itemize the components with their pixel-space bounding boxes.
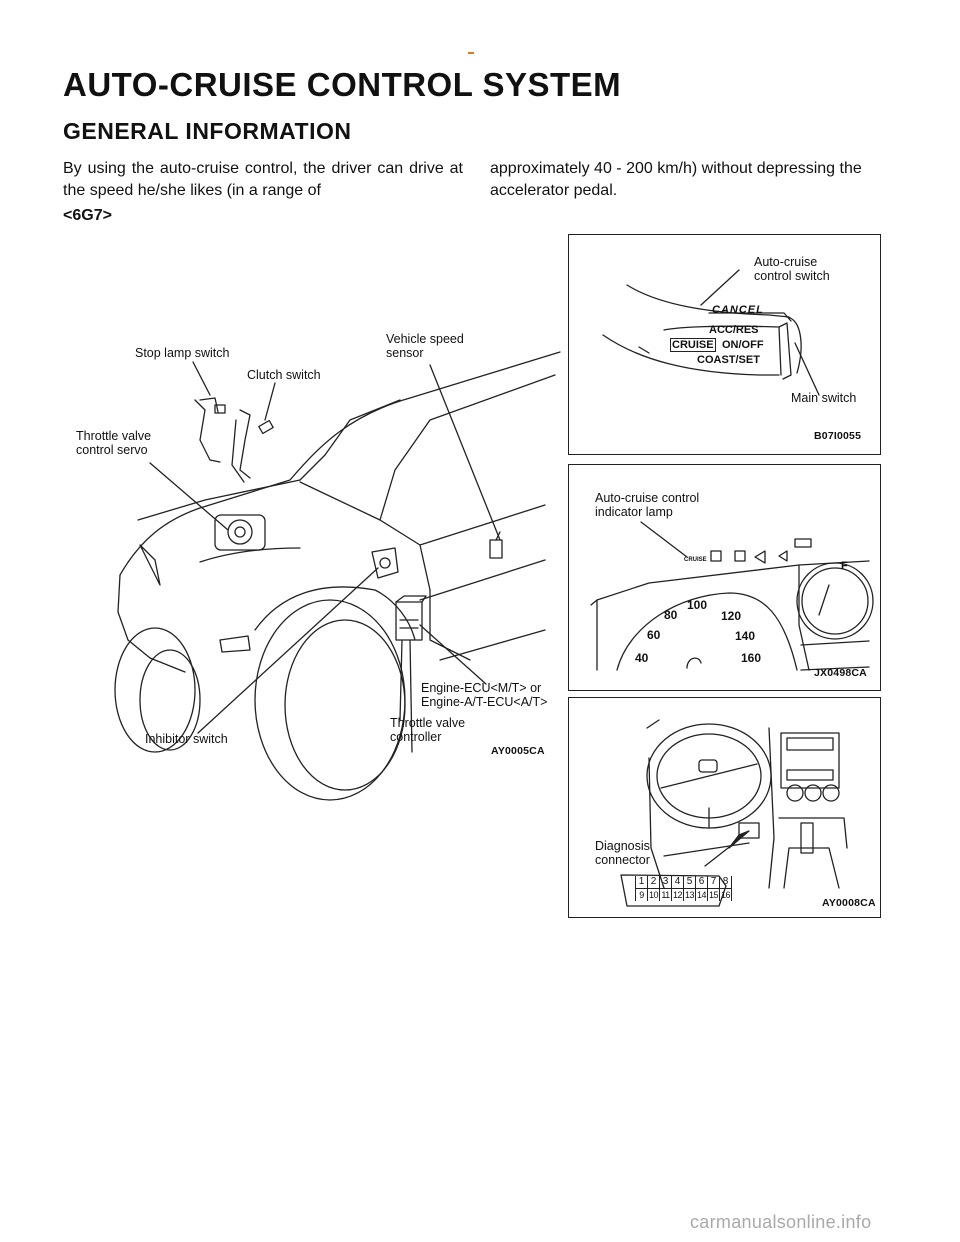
pin-4: 4: [671, 876, 683, 888]
figure-code-main: AY0005CA: [491, 745, 545, 757]
label-inhibitor-switch: Inhibitor switch: [145, 732, 228, 746]
pin-10: 10: [647, 889, 659, 901]
pin-9: 9: [635, 889, 647, 901]
section-heading: GENERAL INFORMATION: [63, 118, 352, 144]
lever-cruise-text: CRUISE: [670, 338, 716, 352]
figure-code-switch: B07I0055: [814, 430, 862, 442]
watermark: carmanualsonline.info: [690, 1212, 872, 1232]
pin-16: 16: [719, 889, 732, 901]
label-diagnosis-connector: Diagnosis connector: [595, 839, 650, 867]
speed-tick-60: 60: [647, 628, 661, 642]
speed-tick-140: 140: [735, 629, 756, 643]
pin-5: 5: [683, 876, 695, 888]
label-auto-cruise-control-switch: Auto-cruise control switch: [754, 255, 830, 283]
meter-cruise-lamp: CRUISE: [684, 557, 707, 563]
pin-15: 15: [707, 889, 719, 901]
cruise-lever-illustration: [602, 269, 820, 396]
panel-cruise-switch: Auto-cruise control switch Main switch C…: [568, 234, 881, 455]
fuel-full-letter: F: [841, 560, 848, 572]
pin-14: 14: [695, 889, 707, 901]
meter-illustration: [590, 521, 874, 671]
pin-11: 11: [659, 889, 671, 901]
speed-tick-120: 120: [721, 609, 742, 623]
pin-8: 8: [719, 876, 732, 888]
label-vehicle-speed-sensor: Vehicle speed sensor: [386, 332, 464, 360]
label-engine-ecu: Engine-ECU<M/T> or Engine-A/T-ECU<A/T>: [421, 681, 548, 709]
figure-code-meter: JX0498CA: [814, 667, 867, 679]
pin-12: 12: [671, 889, 683, 901]
panel-meter: Auto-cruise control indicator lamp CRUIS…: [568, 464, 881, 691]
label-stop-lamp-switch: Stop lamp switch: [135, 346, 230, 360]
pin-3: 3: [659, 876, 671, 888]
label-throttle-valve-controller: Throttle valve controller: [390, 716, 466, 744]
speed-tick-40: 40: [635, 651, 649, 665]
header-accent-mark: [468, 52, 474, 54]
pin-7: 7: [707, 876, 719, 888]
connector-row-top: 1 2 3 4 5 6 7 8: [635, 876, 732, 888]
lever-on-off-text: ON/OFF: [722, 339, 764, 351]
label-indicator-lamp: Auto-cruise control indicator lamp: [595, 491, 700, 519]
pin-2: 2: [647, 876, 659, 888]
pin-1: 1: [635, 876, 647, 888]
lever-cancel-text: CANCEL: [712, 304, 764, 316]
lever-coast-set-text: COAST/SET: [697, 354, 760, 366]
dashboard-illustration: [620, 719, 848, 907]
intro-paragraph-right: approximately 40 - 200 km/h) without dep…: [490, 160, 862, 199]
pin-6: 6: [695, 876, 707, 888]
intro-paragraph-left: By using the auto-cruise control, the dr…: [63, 160, 463, 199]
connector-row-bottom: 9 10 11 12 13 14 15 16: [635, 888, 732, 901]
speed-tick-160: 160: [741, 651, 762, 665]
label-main-switch: Main switch: [791, 391, 857, 405]
engine-subheading: <6G7>: [63, 207, 112, 224]
figure-code-dashboard: AY0008CA: [822, 897, 876, 909]
label-throttle-valve-control-servo: Throttle valve control servo: [76, 429, 152, 457]
label-clutch-switch: Clutch switch: [247, 368, 321, 382]
speed-tick-80: 80: [664, 608, 678, 622]
lever-acc-res-text: ACC/RES: [709, 324, 759, 336]
speed-tick-100: 100: [687, 598, 708, 612]
diagnosis-connector-pinout: 1 2 3 4 5 6 7 8 9 10 11 12 13 14 15 16: [635, 876, 732, 901]
page-title: AUTO-CRUISE CONTROL SYSTEM: [63, 66, 622, 103]
pin-13: 13: [683, 889, 695, 901]
panel-dashboard: Diagnosis connector 1 2 3 4 5 6 7 8 9 10…: [568, 697, 881, 918]
